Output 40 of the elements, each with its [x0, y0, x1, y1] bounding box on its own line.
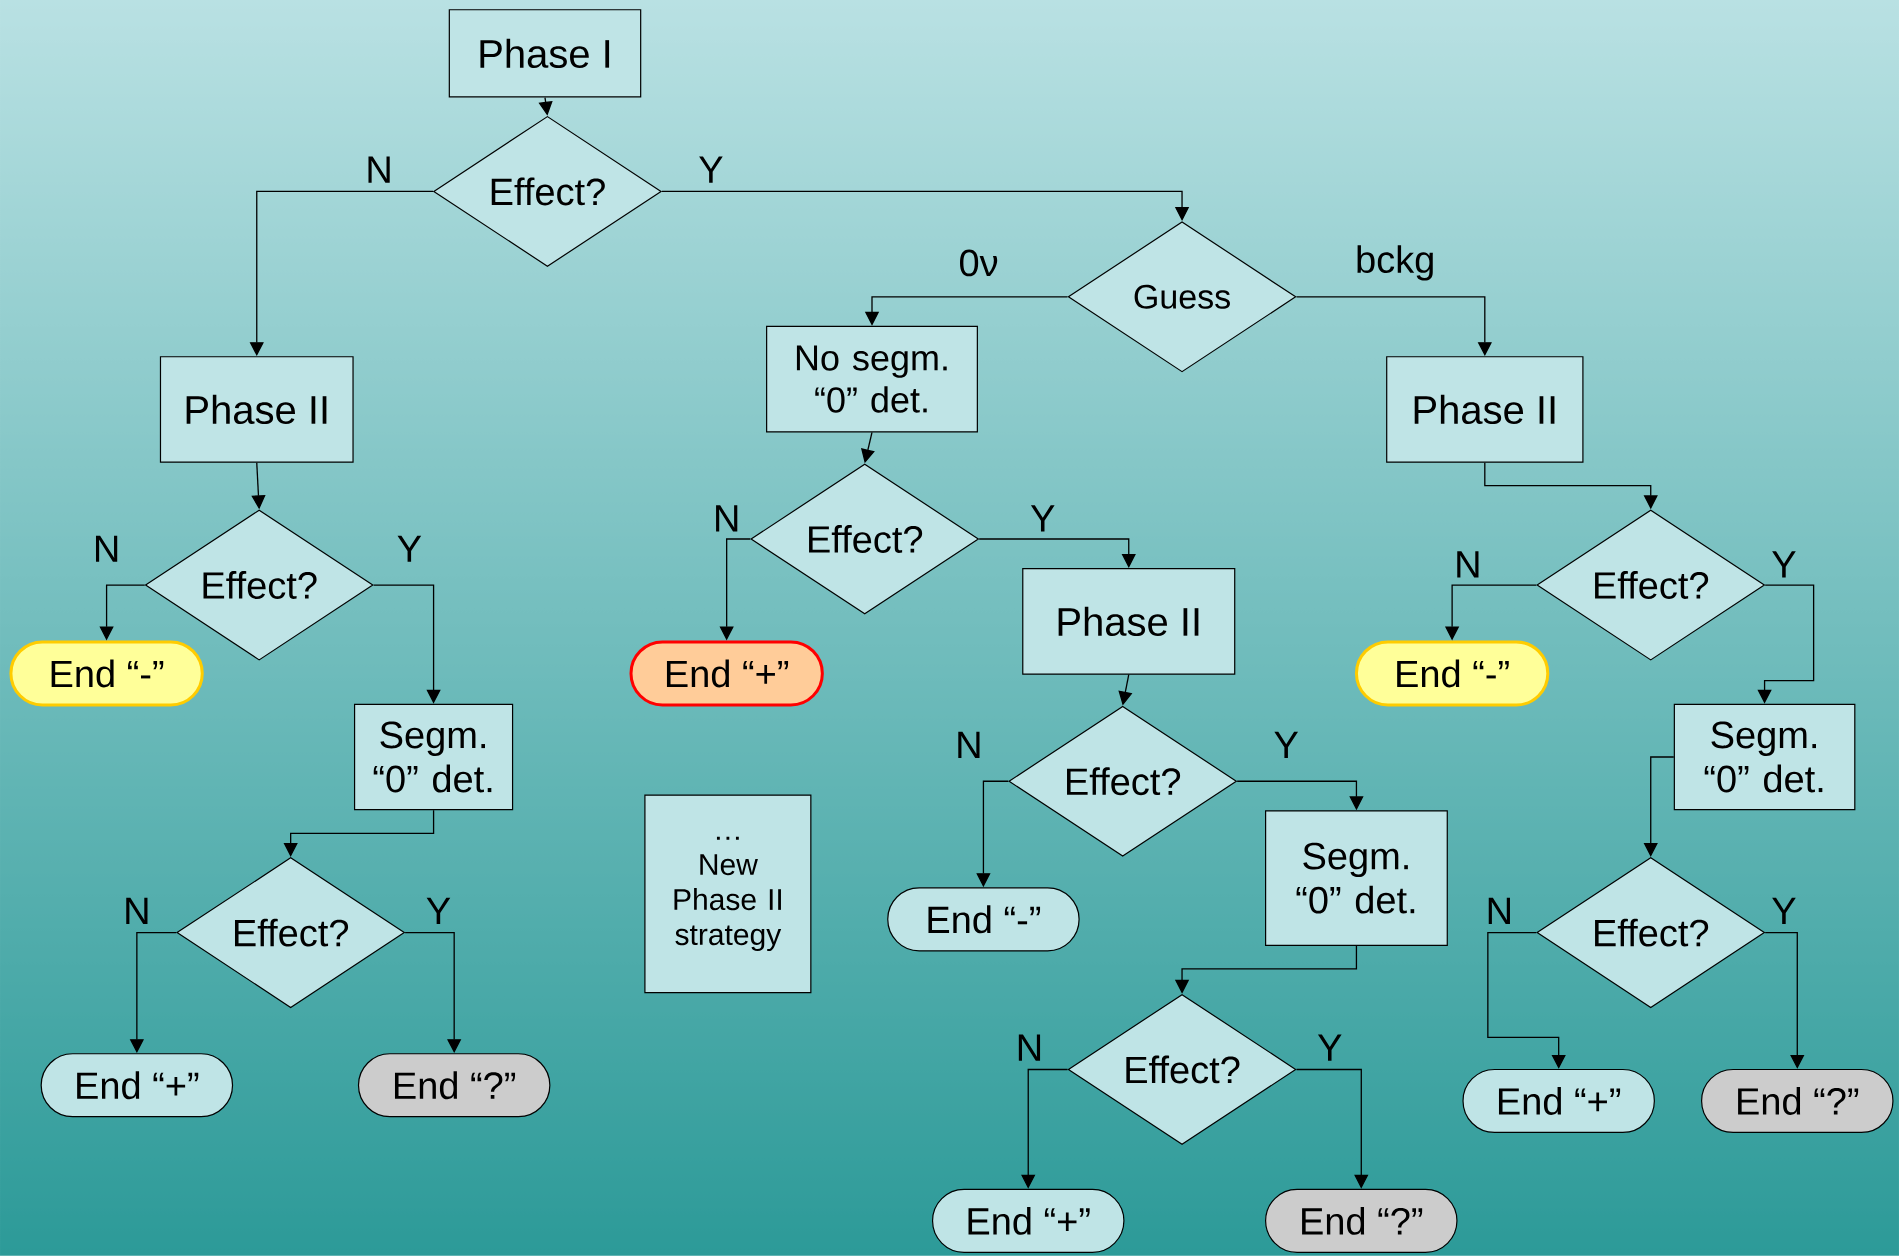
arrow: [1487, 931, 1566, 1069]
process-box: No segm. “0” det.: [766, 325, 978, 433]
process-box: Segm. “0” det.: [353, 703, 514, 811]
edge-label: N: [1018, 1034, 1041, 1061]
edge-label: N: [368, 156, 390, 183]
process-box: … New Phase II strategy: [644, 794, 812, 994]
arrow: [1764, 931, 1805, 1069]
edge-label: Y: [1030, 505, 1055, 532]
end-terminal: End “-”: [9, 640, 204, 707]
end-terminal: End “?”: [1265, 1188, 1458, 1253]
end-terminal: End “?”: [1701, 1068, 1894, 1134]
edge-label: N: [126, 897, 148, 924]
edge-label: Y: [426, 897, 451, 924]
end-terminal: End “?”: [357, 1053, 551, 1118]
end-terminal: End “+”: [629, 640, 824, 707]
process-box: Segm. “0” det.: [1673, 703, 1856, 811]
edge-label: Y: [1274, 731, 1299, 758]
process-box: Phase II: [1022, 568, 1236, 675]
edge-label: N: [716, 505, 738, 532]
process-box: Phase I: [448, 9, 642, 98]
edge-label: Y: [1772, 897, 1796, 924]
end-terminal: End “+”: [1462, 1068, 1655, 1134]
edge-label: Y: [1772, 551, 1796, 578]
edge-label: N: [96, 535, 118, 562]
process-box: Phase II: [1386, 356, 1584, 463]
process-box: Phase II: [159, 356, 354, 463]
edge-label: Y: [699, 156, 723, 183]
arrow: [283, 809, 435, 857]
edge-label: N: [958, 731, 980, 758]
process-box: Segm. “0” det.: [1265, 810, 1448, 946]
end-terminal: End “-”: [1354, 640, 1550, 707]
edge-label: Y: [1317, 1034, 1342, 1061]
edge-label: 0ν: [960, 249, 998, 277]
edge-label: N: [1488, 897, 1510, 924]
end-terminal: End “+”: [40, 1053, 234, 1118]
edge-label: Y: [397, 535, 422, 562]
end-terminal: End “+”: [931, 1188, 1125, 1253]
end-terminal: End “-”: [887, 887, 1080, 952]
edge-label: bckg: [1357, 245, 1433, 281]
edge-label: N: [1457, 551, 1479, 578]
